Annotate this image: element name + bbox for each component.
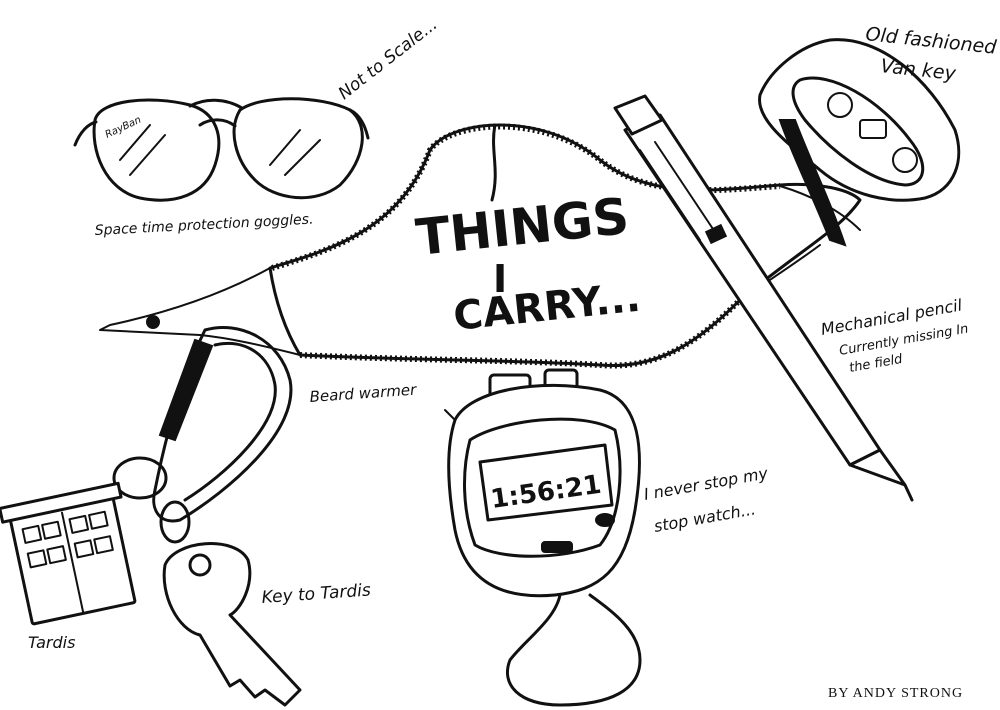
not-to-scale-label: Not to Scale... [335, 15, 442, 104]
van-key-illustration [758, 38, 961, 247]
goggles-illustration [73, 97, 370, 202]
tardis-label: Tardis [28, 633, 75, 652]
key-label: Key to Tardis [261, 580, 372, 608]
beard-warmer-label: Beard warmer [309, 381, 418, 406]
key-illustration [112, 456, 302, 707]
carabiner-illustration [152, 325, 293, 523]
goggles-label: Space time protection goggles. [94, 212, 313, 239]
tardis-illustration [0, 481, 137, 626]
artist-credit: BY ANDY STRONG [828, 686, 963, 701]
pencil-illustration [613, 94, 914, 502]
stopwatch-illustration [444, 368, 642, 707]
stopwatch-label-line-1: I never stop my [642, 463, 769, 504]
beard-warmer-illustration [99, 123, 862, 369]
stopwatch-label-line-2: stop watch... [652, 499, 757, 536]
title-line-2: I [493, 257, 507, 301]
